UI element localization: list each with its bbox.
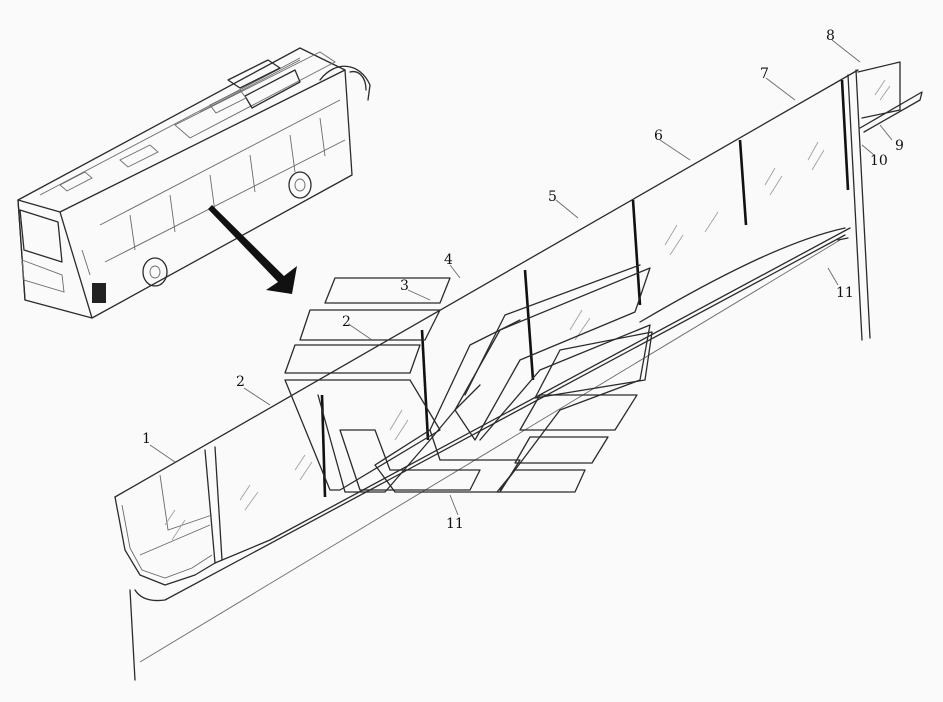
bus-illustration xyxy=(17,47,371,319)
callout-1: 1 xyxy=(142,431,151,447)
callout-9: 9 xyxy=(895,138,904,154)
callout-3: 3 xyxy=(400,278,409,294)
callout-11-bottom: 11 xyxy=(446,516,464,532)
callout-2-lower: 2 xyxy=(236,374,245,390)
callout-8: 8 xyxy=(826,28,835,44)
callout-7: 7 xyxy=(760,66,769,82)
callout-10: 10 xyxy=(870,153,888,169)
callout-5: 5 xyxy=(548,189,557,205)
pointer-arrow xyxy=(208,205,297,294)
window-assembly xyxy=(114,39,923,681)
callout-4: 4 xyxy=(444,252,453,268)
callout-labels: 1 2 2 3 4 5 6 7 8 9 10 11 11 xyxy=(142,28,904,532)
callout-6: 6 xyxy=(654,128,663,144)
callout-11-right: 11 xyxy=(836,285,854,301)
callout-2-upper: 2 xyxy=(342,314,351,330)
